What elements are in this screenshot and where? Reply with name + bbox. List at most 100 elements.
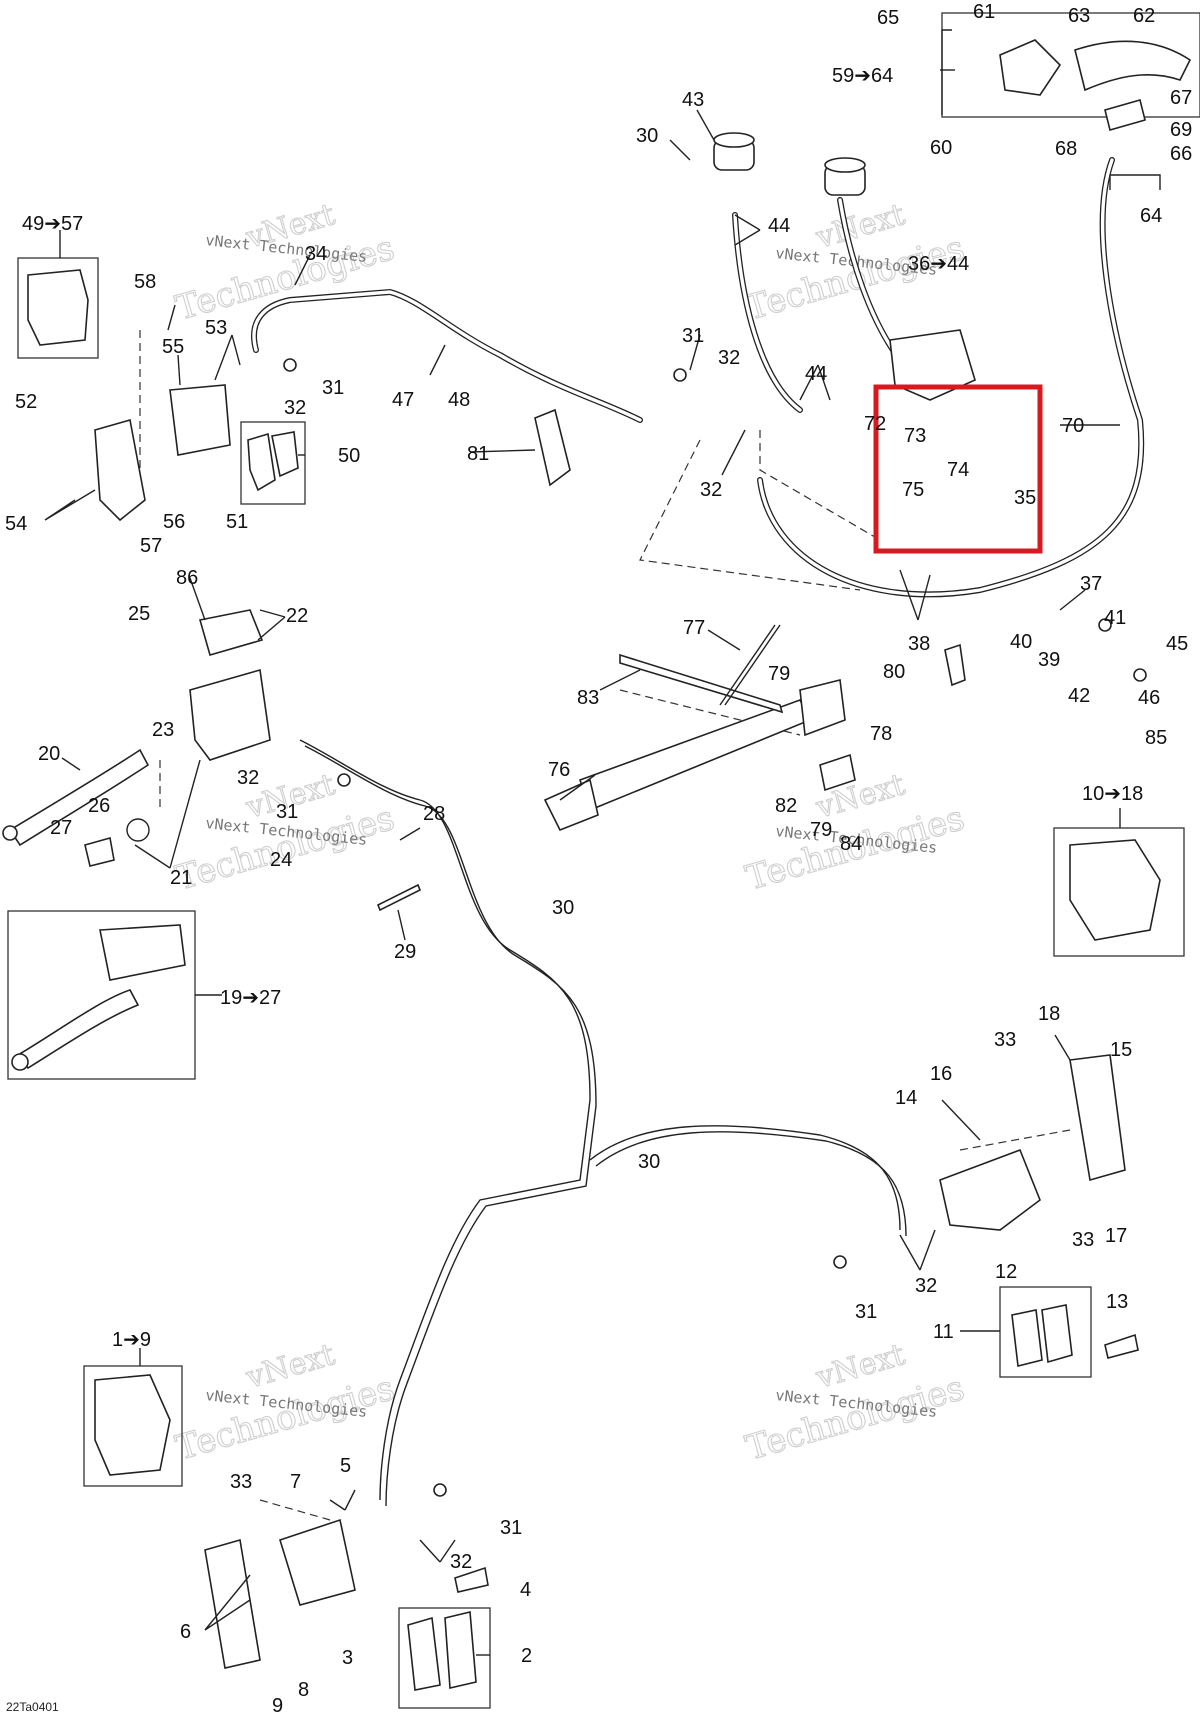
hand-brake-cable-inner (758, 158, 1143, 597)
callout-51: 51 (226, 511, 248, 533)
callout-31d: 31 (855, 1301, 877, 1323)
callout-46: 46 (1138, 687, 1160, 709)
callout-55: 55 (162, 336, 184, 358)
callout-7: 7 (290, 1471, 301, 1493)
callout-70: 70 (1062, 415, 1084, 437)
callout-44b: 44 (805, 363, 827, 385)
leader (734, 214, 761, 246)
callout-59-64: 59➔64 (832, 65, 893, 87)
callout-76: 76 (548, 759, 570, 781)
leader (669, 139, 691, 161)
bushing-27 (84, 836, 115, 867)
callout-18: 18 (1038, 1003, 1060, 1025)
callout-1-9: 1➔9 (112, 1329, 151, 1351)
callout-31e: 31 (500, 1517, 522, 1539)
callout-73: 73 (904, 425, 926, 447)
callout-65: 65 (877, 7, 899, 29)
callout-13: 13 (1106, 1291, 1128, 1313)
leader (1059, 589, 1086, 611)
banjo-bolt-31 (283, 358, 297, 372)
watermark-bottom-right: vNext Technologies vNext Technologies (741, 1337, 969, 1469)
bolt-83 (619, 653, 784, 714)
watermark-mid-left: vNext Technologies vNext Technologies (171, 767, 399, 899)
callout-28: 28 (423, 803, 445, 825)
callout-69: 69 (1170, 119, 1192, 141)
callout-30: 30 (636, 125, 658, 147)
brake-hose-rear-inner (252, 290, 642, 422)
callout-60: 60 (930, 137, 952, 159)
callout-86: 86 (176, 567, 198, 589)
leader (61, 757, 81, 771)
callout-15: 15 (1110, 1039, 1132, 1061)
caliper-bracket-57 (94, 418, 146, 522)
callout-62: 62 (1133, 5, 1155, 27)
callout-30b: 30 (552, 897, 574, 919)
callout-38: 38 (908, 633, 930, 655)
leader (899, 1229, 936, 1271)
caliper-bracket-9 (204, 1538, 261, 1669)
callout-75: 75 (902, 479, 924, 501)
master-cylinder-19-27 (99, 924, 186, 981)
banjo-bolt-31 (673, 368, 687, 382)
callout-41: 41 (1104, 607, 1126, 629)
watermark-bottom-left: vNext Technologies vNext Technologies (171, 1337, 399, 1469)
inset-box-10-18 (1053, 827, 1185, 957)
leader (689, 334, 701, 371)
callout-52: 52 (15, 391, 37, 413)
callout-68: 68 (1055, 138, 1077, 160)
lever-bracket-part (999, 39, 1062, 96)
pin-29 (376, 883, 422, 912)
callout-33: 33 (994, 1029, 1016, 1051)
inset-box-11 (999, 1286, 1092, 1378)
callout-labels: 65 61 63 62 59➔64 67 69 68 66 64 60 43 3… (5, 1, 1192, 1717)
dash-connector (619, 689, 801, 736)
brake-pad-11b (1041, 1304, 1073, 1364)
callout-78: 78 (870, 723, 892, 745)
callout-33b: 33 (1072, 1229, 1094, 1251)
brake-hose-rear (251, 288, 643, 423)
callout-50: 50 (338, 445, 360, 467)
callout-67: 67 (1170, 87, 1192, 109)
lever-19-27-knob (11, 1053, 29, 1071)
callout-32f: 32 (450, 1551, 472, 1573)
leader (799, 364, 831, 401)
clip-80 (944, 643, 966, 687)
callout-25: 25 (128, 603, 150, 625)
pedal-pivot (799, 679, 846, 737)
front-brake-line-edge (304, 745, 597, 1507)
callout-33c: 33 (230, 1471, 252, 1493)
leader (294, 254, 311, 286)
callout-40: 40 (1010, 631, 1032, 653)
callout-47: 47 (392, 389, 414, 411)
callout-29: 29 (394, 941, 416, 963)
master-cylinder-23 (189, 668, 271, 761)
callout-57: 57 (140, 535, 162, 557)
brake-pad-2a (407, 1616, 441, 1691)
leader (707, 629, 741, 651)
caliper-bracket-18 (1069, 1054, 1126, 1182)
leader (329, 1489, 356, 1511)
brake-pad-50a (247, 432, 276, 492)
leader (397, 909, 406, 941)
callout-35: 35 (1014, 487, 1036, 509)
callout-6: 6 (180, 1621, 191, 1643)
callout-31: 31 (322, 377, 344, 399)
brake-pedal-76 (578, 699, 812, 812)
callout-23: 23 (152, 719, 174, 741)
watermark-top-left: vNext Technologies vNext Technologies (171, 197, 399, 329)
right-brake-line-edge (595, 1131, 907, 1237)
leader (721, 429, 746, 476)
callout-3: 3 (342, 1647, 353, 1669)
leader (599, 669, 641, 691)
leader (696, 109, 715, 141)
part-81 (534, 408, 571, 487)
callout-85: 85 (1145, 727, 1167, 749)
leader (134, 759, 201, 869)
callout-43: 43 (682, 89, 704, 111)
callout-27: 27 (50, 817, 72, 839)
callout-80: 80 (883, 661, 905, 683)
banjo-bolt-31 (337, 773, 351, 787)
callout-42: 42 (1068, 685, 1090, 707)
callout-34: 34 (305, 243, 327, 265)
